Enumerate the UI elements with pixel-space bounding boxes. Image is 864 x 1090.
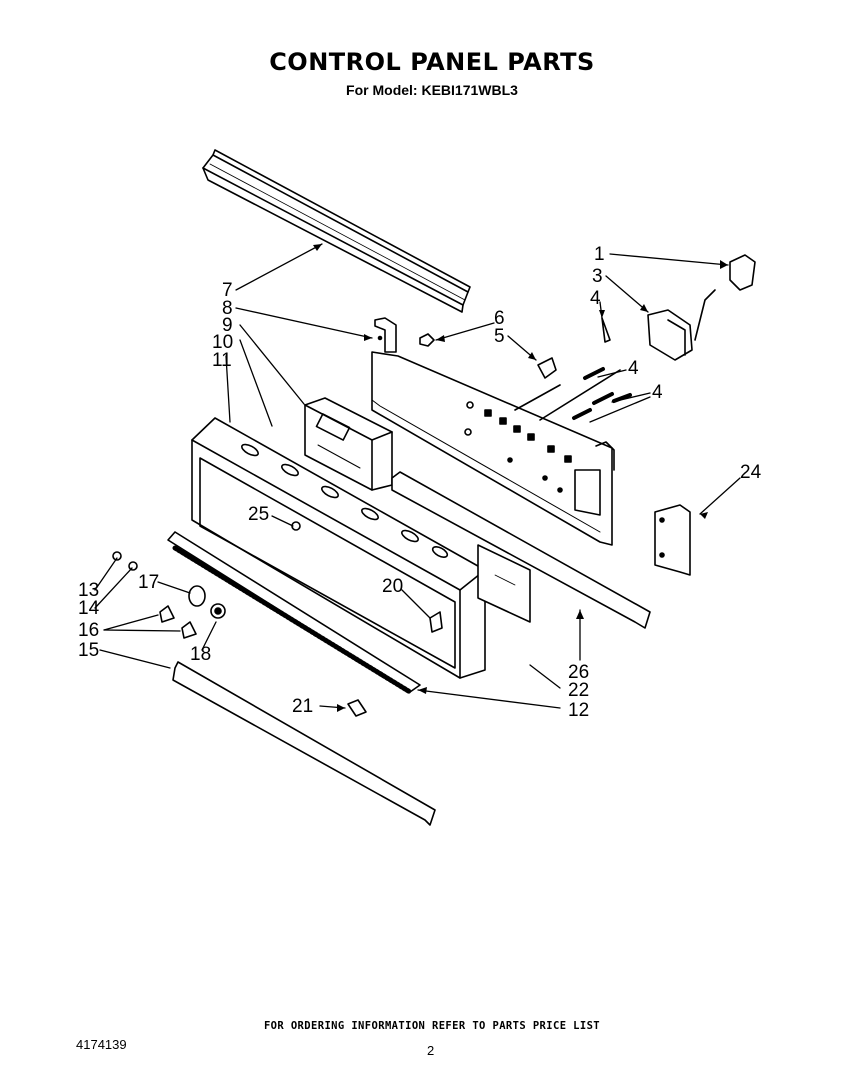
callout-11: 11	[212, 350, 232, 371]
switch-housing	[647, 309, 693, 361]
callout-18: 18	[190, 644, 211, 665]
callout-4a: 4	[590, 288, 601, 309]
callout-8: 8	[222, 298, 233, 319]
callout-17: 17	[138, 572, 159, 593]
side-bracket	[654, 504, 691, 576]
callout-6: 6	[494, 308, 505, 329]
clock-module	[304, 397, 393, 491]
control-bracket	[371, 351, 615, 546]
callout-4b: 4	[628, 358, 639, 379]
top-trim-strip	[202, 149, 471, 313]
callout-25: 25	[248, 504, 269, 525]
callout-labels: 1 3 4 5 6 4 4 7 8 9 10 11 24 25 20 13 14…	[78, 244, 762, 721]
callout-14: 14	[78, 598, 100, 619]
callout-26: 26	[568, 662, 589, 683]
nut-part	[419, 333, 435, 347]
model-subtitle: For Model: KEBI171WBL3	[346, 82, 518, 98]
vent-grille	[167, 531, 421, 695]
callout-4c: 4	[652, 382, 663, 403]
callout-10: 10	[212, 332, 233, 353]
lower-rail	[391, 471, 651, 629]
control-panel-frame	[191, 417, 486, 679]
document-number: 4174139	[76, 1037, 127, 1052]
ordering-note: FOR ORDERING INFORMATION REFER TO PARTS …	[263, 1020, 601, 1032]
callout-15: 15	[78, 640, 99, 661]
callout-3: 3	[592, 266, 603, 287]
page-number: 2	[427, 1043, 435, 1058]
callout-5: 5	[494, 326, 505, 347]
callout-1: 1	[594, 244, 605, 265]
terminal-block	[694, 254, 756, 341]
leader-lines	[94, 243, 741, 709]
callout-22: 22	[568, 680, 589, 701]
callout-9: 9	[222, 315, 233, 336]
hardware-pieces	[112, 521, 443, 717]
callout-20: 20	[382, 576, 403, 597]
arrowheads	[313, 244, 728, 712]
callout-13: 13	[78, 580, 99, 601]
glass-panel	[477, 544, 531, 623]
pins-and-posts	[514, 317, 632, 421]
callout-24: 24	[740, 462, 762, 483]
callout-7: 7	[222, 280, 233, 301]
mounting-bracket	[374, 317, 397, 353]
callout-21: 21	[292, 696, 313, 717]
page-title: CONTROL PANEL PARTS	[269, 48, 595, 76]
callout-16: 16	[78, 620, 99, 641]
bottom-trim-strip	[172, 661, 436, 826]
callout-12: 12	[568, 700, 589, 721]
